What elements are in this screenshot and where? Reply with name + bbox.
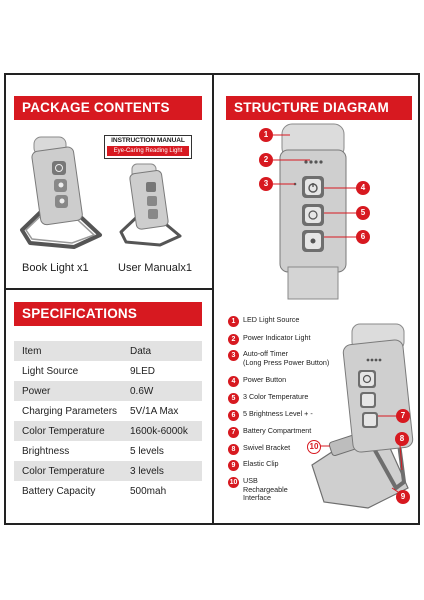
spec-value: 0.6W [124, 381, 202, 401]
callout-2: 2 [259, 153, 273, 167]
legend-text: 3 Color Temperature [243, 392, 309, 401]
legend-number: 5 [228, 393, 239, 404]
spec-value: 5V/1A Max [130, 405, 179, 417]
legend-text: Auto-off Timer (Long Press Power Button) [243, 349, 330, 367]
book-light-illustration [20, 136, 102, 249]
spec-value: 9LED [130, 365, 156, 377]
spec-value: 3 levels [124, 461, 202, 481]
legend-number: 6 [228, 410, 239, 421]
device-front-illustration [279, 123, 347, 300]
callout-3: 3 [259, 177, 273, 191]
callout-6: 6 [356, 230, 370, 244]
spec-value: 5 levels [130, 445, 164, 457]
user-manual-caption: User Manualx1 [118, 262, 192, 274]
specifications-banner: SPECIFICATIONS [14, 302, 202, 326]
legend-item-5: 5 3 Color Temperature [228, 392, 309, 404]
legend-text: 5 Brightness Level + - [243, 409, 313, 418]
spec-label: Color Temperature [14, 421, 124, 441]
callout-5: 5 [356, 206, 370, 220]
legend-number: 3 [228, 350, 239, 361]
callout-1: 1 [259, 128, 273, 142]
spec-label: Color Temperature [14, 461, 124, 481]
legend-text-line: (Long Press Power Button) [243, 357, 330, 367]
table-row: Brightness 5 levels [14, 441, 202, 461]
spec-value: 500mah [130, 485, 167, 497]
legend-item-9: 9 Elastic Clip [228, 459, 279, 471]
manual-title: INSTRUCTION MANUAL [111, 137, 185, 144]
instruction-manual-card: INSTRUCTION MANUAL Eye-Caring Reading Li… [104, 135, 192, 159]
spec-label: Brightness [22, 445, 70, 457]
legend-text: Elastic Clip [243, 459, 279, 468]
legend-item-6: 6 5 Brightness Level + - [228, 409, 313, 421]
legend-text: Swivel Bracket [243, 443, 291, 452]
legend-number: 4 [228, 376, 239, 387]
legend-number: 8 [228, 444, 239, 455]
callout-8: 8 [395, 432, 409, 446]
legend-number: 2 [228, 334, 239, 345]
legend-number: 7 [228, 427, 239, 438]
spec-label: Battery Capacity [22, 485, 96, 497]
legend-text: USB Rechargeable Interface [243, 476, 288, 503]
callout-10: 10 [307, 440, 321, 454]
legend-item-8: 8 Swivel Bracket [228, 443, 291, 455]
legend-number: 10 [228, 477, 239, 488]
legend-text: Power Button [243, 375, 287, 384]
spec-label: Item [14, 341, 124, 361]
callout-9: 9 [396, 490, 410, 504]
manual-subtitle: Eye-Caring Reading Light [107, 146, 189, 156]
legend-text: LED Light Source [243, 315, 300, 324]
legend-item-10: 10 USB Rechargeable Interface [228, 476, 288, 503]
manual-light-illustration [119, 163, 182, 247]
legend-text-line: Auto-off Timer [243, 349, 289, 358]
book-light-caption: Book Light x1 [22, 262, 89, 274]
legend-number: 1 [228, 316, 239, 327]
table-row: Light Source 9LED [14, 361, 202, 381]
legend-item-1: 1 LED Light Source [228, 315, 300, 327]
spec-label: Power [14, 381, 124, 401]
callout-4: 4 [356, 181, 370, 195]
legend-text: Power Indicator Light [243, 333, 311, 342]
spec-value: Data [124, 341, 202, 361]
legend-text-line: USB [243, 476, 258, 485]
callout-7: 7 [396, 409, 410, 423]
spec-label: Charging Parameters [22, 405, 118, 417]
table-row: Charging Parameters 5V/1A Max [14, 401, 202, 421]
legend-text-line: Interface [243, 493, 271, 502]
device-open-illustration [311, 323, 414, 509]
legend-item-2: 2 Power Indicator Light [228, 333, 311, 345]
spec-value: 1600k-6000k [124, 421, 202, 441]
legend-item-4: 4 Power Button [228, 375, 287, 387]
legend-item-7: 7 Battery Compartment [228, 426, 312, 438]
legend-item-3: 3 Auto-off Timer (Long Press Power Butto… [228, 349, 330, 367]
legend-text: Battery Compartment [243, 426, 312, 435]
package-contents-banner: PACKAGE CONTENTS [14, 96, 202, 120]
legend-text-line: Rechargeable [243, 484, 288, 494]
spec-label: Light Source [22, 365, 79, 377]
horizontal-divider [4, 288, 212, 290]
structure-diagram-banner: STRUCTURE DIAGRAM [226, 96, 412, 120]
table-row: Battery Capacity 500mah [14, 481, 202, 501]
vertical-divider [212, 73, 214, 525]
legend-number: 9 [228, 460, 239, 471]
